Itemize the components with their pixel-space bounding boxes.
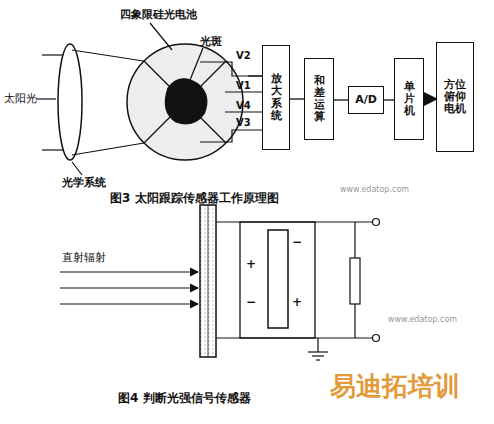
part-label: 光学系统 xyxy=(62,177,106,189)
process-box: A/D xyxy=(348,86,384,114)
process-box: 放大系统 xyxy=(262,45,290,150)
signal-name: V2 xyxy=(236,50,251,61)
part-label: 直射辐射 xyxy=(62,252,106,264)
part-label: + xyxy=(292,296,302,309)
part-label: + xyxy=(246,258,256,271)
connector xyxy=(384,99,394,100)
part-label: 图4 判断光强信号传感器 xyxy=(118,392,251,405)
figure-caption: 图3 太阳跟踪传感器工作原理图 xyxy=(110,192,279,205)
box-label: 单片机 xyxy=(404,81,415,117)
process-box: 和差运算 xyxy=(304,58,334,140)
fig4-drawing xyxy=(60,205,380,360)
part-label: 四象限硅光电池 xyxy=(120,9,197,21)
part-label: 太阳光 xyxy=(4,93,37,105)
watermark: 易迪拓培训 xyxy=(330,372,460,401)
process-box: 方位俯仰电机 xyxy=(436,42,474,152)
box-label: 放大系统 xyxy=(271,73,282,121)
fig3-drawing xyxy=(36,23,262,175)
box-label: 方位俯仰电机 xyxy=(444,79,466,115)
part-label: − xyxy=(246,296,256,309)
part-label: − xyxy=(292,236,302,249)
part-label: 光斑 xyxy=(200,36,222,48)
connector xyxy=(290,98,304,99)
process-box: 单片机 xyxy=(394,58,424,140)
signal-name: V3 xyxy=(236,117,251,128)
box-label: 和差运算 xyxy=(314,75,325,123)
connector xyxy=(334,99,348,100)
box-label: A/D xyxy=(355,94,377,106)
connector xyxy=(424,98,436,100)
watermark: www.edatop.com xyxy=(388,316,457,325)
signal-name: V1 xyxy=(236,80,251,91)
signal-name: V4 xyxy=(236,100,251,111)
watermark: www.edatop.com xyxy=(340,186,409,195)
